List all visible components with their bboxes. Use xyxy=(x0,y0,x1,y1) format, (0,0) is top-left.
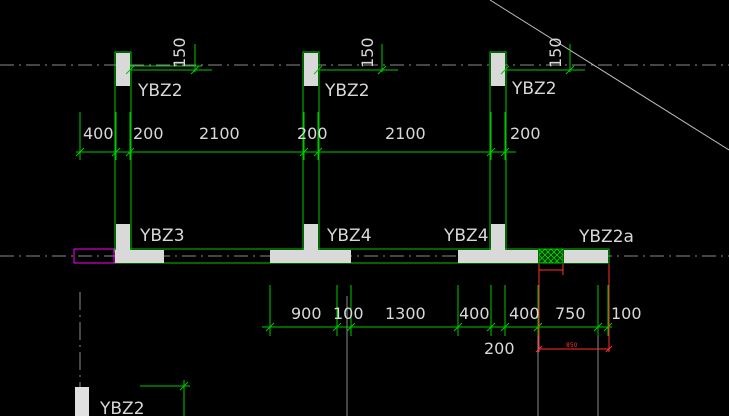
column-base-mid xyxy=(270,250,351,263)
column-label-bottom-left: YBZ2 xyxy=(99,399,145,416)
tick-label-top-right: 150 xyxy=(546,37,565,68)
column-base-left-stem xyxy=(116,224,130,250)
lower-dim-label-4: 400 xyxy=(459,304,490,323)
column-base-left xyxy=(115,250,164,263)
lower-dim-label-3: 1300 xyxy=(385,304,426,323)
magenta-segment xyxy=(73,248,115,264)
column-base-mid-stem xyxy=(304,224,318,250)
column-top-left xyxy=(116,53,130,86)
lower-dim-label-2: 100 xyxy=(333,304,364,323)
column-label-base-end: YBZ2a xyxy=(578,227,634,247)
lower-dim-label-extra: 200 xyxy=(484,339,515,358)
tick-label-top-mid: 150 xyxy=(358,37,377,68)
column-label-top-right: YBZ2 xyxy=(511,79,557,99)
highlight-dimension-label: 850 xyxy=(566,342,578,349)
column-label-base-left: YBZ3 xyxy=(139,226,185,246)
lower-dim-label-1: 900 xyxy=(291,304,322,323)
column-bottom-left xyxy=(75,387,89,416)
highlight-dimension xyxy=(535,264,613,353)
hatched-column xyxy=(538,248,564,264)
upper-dim-label-2: 200 xyxy=(133,124,164,143)
upper-dimension-chain xyxy=(75,112,516,160)
column-label-base-mid: YBZ4 xyxy=(326,226,372,246)
lower-dimension-chain xyxy=(262,285,613,336)
tick-dimensions xyxy=(125,44,585,416)
diagonal-line xyxy=(489,0,729,151)
tick-label-top-left: 150 xyxy=(170,37,189,68)
column-top-mid xyxy=(304,53,318,86)
upper-dim-label-4: 200 xyxy=(297,124,328,143)
column-label-base-right: YBZ4 xyxy=(443,226,489,246)
upper-dim-label-1: 400 xyxy=(83,124,114,143)
upper-dim-label-6: 200 xyxy=(510,124,541,143)
column-base-end xyxy=(564,250,608,263)
column-label-top-left: YBZ2 xyxy=(137,81,183,101)
column-fills xyxy=(75,53,608,416)
column-base-right xyxy=(458,250,538,263)
upper-dim-label-5: 2100 xyxy=(385,124,426,143)
column-top-right xyxy=(491,53,505,86)
lower-dim-label-5: 400 xyxy=(509,304,540,323)
upper-dim-label-3: 2100 xyxy=(199,124,240,143)
column-label-top-mid: YBZ2 xyxy=(324,81,370,101)
lower-dim-label-7: 100 xyxy=(611,304,642,323)
lower-dim-label-6: 750 xyxy=(555,304,586,323)
column-base-right-stem xyxy=(491,224,505,250)
